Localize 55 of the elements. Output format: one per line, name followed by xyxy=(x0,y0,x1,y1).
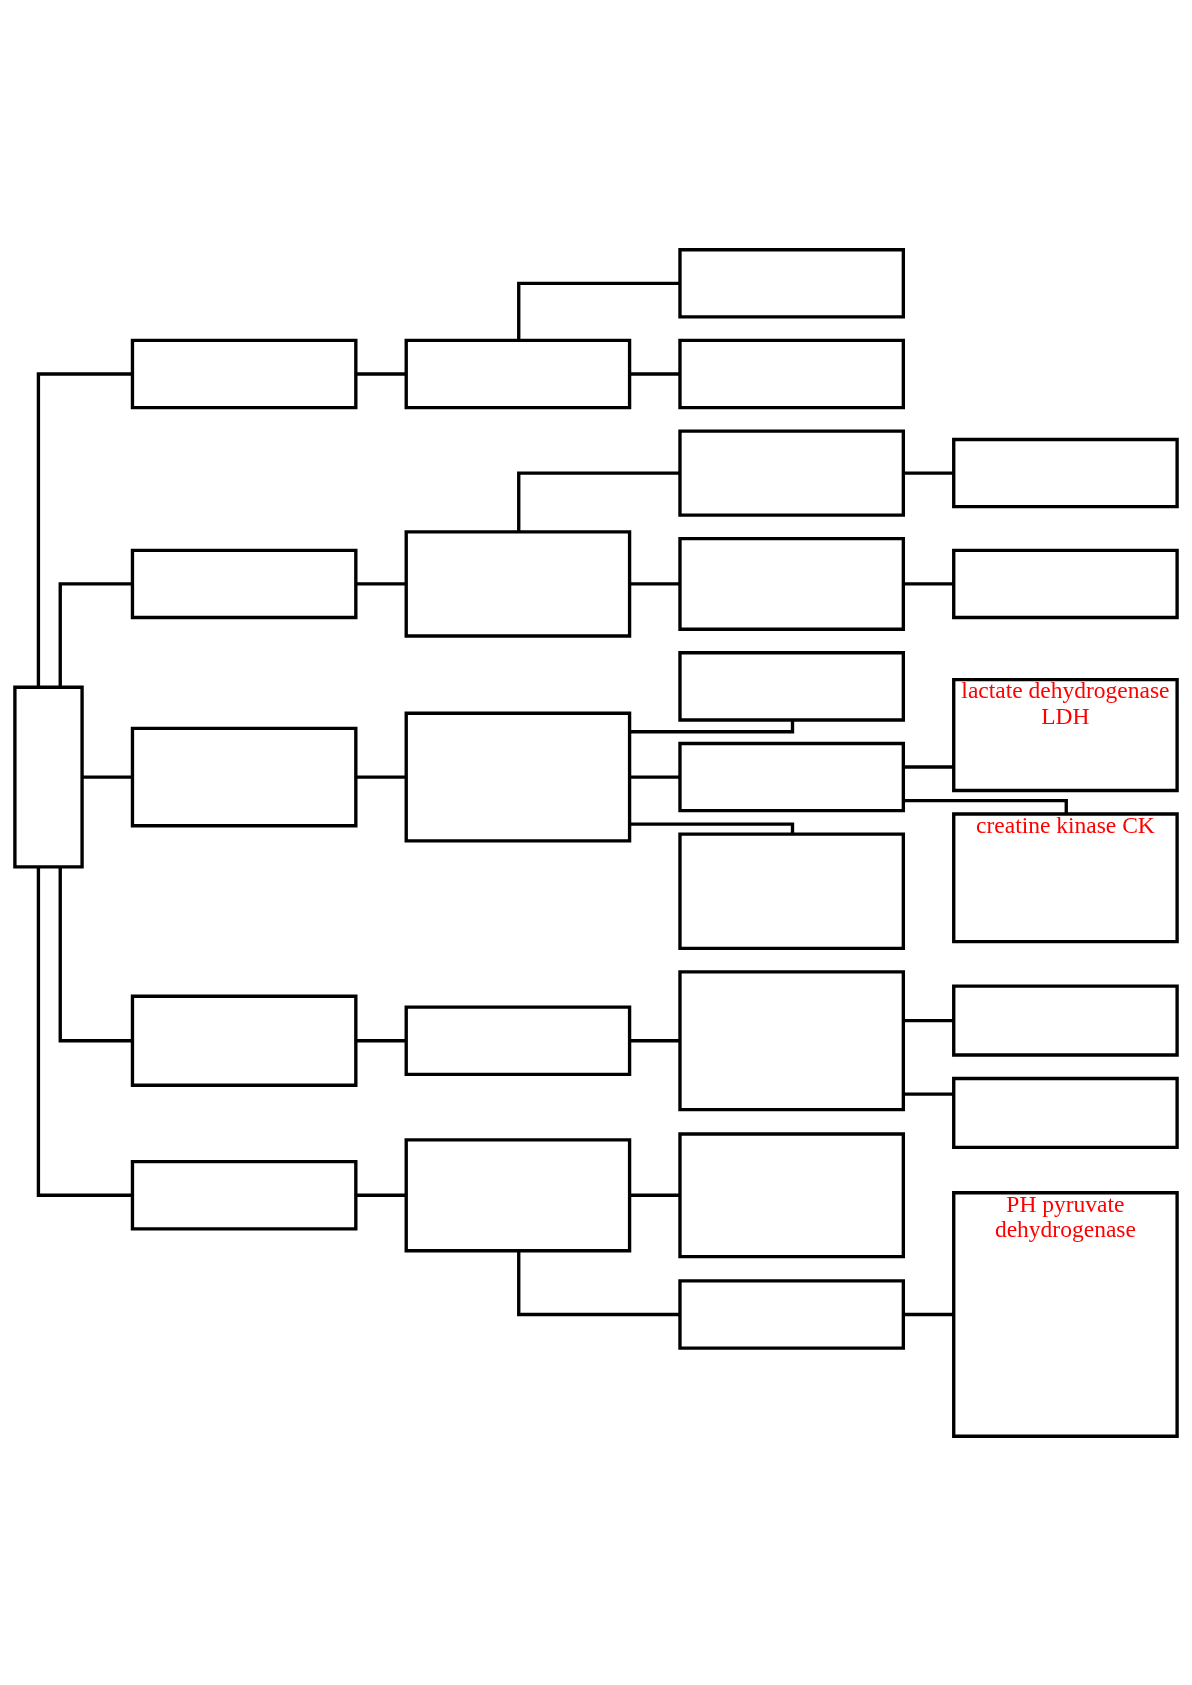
connector xyxy=(356,581,406,586)
node-box xyxy=(952,1076,1179,1149)
connector xyxy=(356,371,406,376)
connector xyxy=(629,719,795,733)
node-box xyxy=(952,984,1179,1057)
connector xyxy=(630,774,680,779)
connector xyxy=(903,581,954,586)
connector xyxy=(82,774,132,779)
node-box xyxy=(952,437,1179,508)
connector xyxy=(903,1312,954,1316)
node-box: PH pyruvate dehydrogenase xyxy=(952,1190,1179,1438)
node-box xyxy=(13,685,84,869)
connector xyxy=(903,1018,954,1022)
node-box xyxy=(130,726,358,827)
connector xyxy=(517,470,680,532)
node-box xyxy=(952,548,1179,619)
connector xyxy=(903,798,1068,813)
node-box xyxy=(404,529,632,638)
connector xyxy=(903,764,954,769)
node-box xyxy=(130,994,358,1087)
connector xyxy=(630,371,680,376)
node-box xyxy=(678,536,906,631)
node-box xyxy=(678,969,906,1111)
node-box xyxy=(130,1159,358,1231)
node-box xyxy=(678,650,906,722)
connector xyxy=(36,866,133,1197)
node-box xyxy=(130,338,358,409)
node-box xyxy=(678,832,906,950)
node-box xyxy=(404,1137,632,1252)
connector xyxy=(36,371,133,687)
connector xyxy=(630,1038,680,1042)
node-box xyxy=(404,711,632,843)
connector xyxy=(58,866,133,1042)
node-box: lactate dehydrogenase LDH xyxy=(952,677,1179,792)
node-box xyxy=(678,247,906,319)
connector xyxy=(630,1193,680,1197)
connector xyxy=(58,581,133,687)
connector xyxy=(903,1091,954,1096)
node-box xyxy=(404,1005,632,1076)
connector xyxy=(903,470,954,475)
node-box xyxy=(678,338,906,409)
connector xyxy=(356,1193,406,1197)
node-box xyxy=(678,1278,906,1350)
node-box xyxy=(678,1131,906,1258)
connector xyxy=(356,1038,406,1042)
connector xyxy=(356,774,406,779)
node-box xyxy=(678,428,906,517)
node-box xyxy=(678,741,906,812)
connector xyxy=(629,821,795,834)
node-box xyxy=(404,338,632,409)
connector xyxy=(517,1250,680,1316)
node-box: creatine kinase CK xyxy=(952,811,1179,943)
connector xyxy=(630,581,680,586)
node-box xyxy=(130,548,358,619)
connector xyxy=(517,281,680,340)
